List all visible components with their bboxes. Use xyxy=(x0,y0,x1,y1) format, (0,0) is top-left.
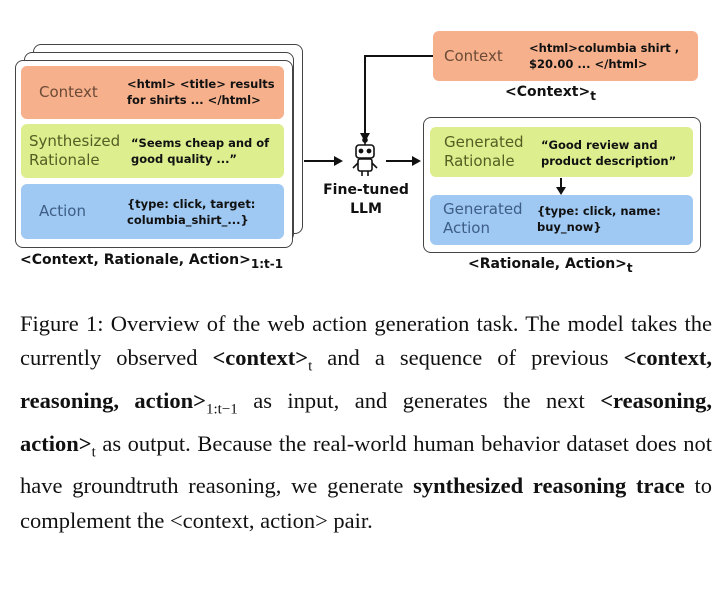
generated-rationale-text: “Good review and product description” xyxy=(541,138,677,168)
output-caption-sub: t xyxy=(626,261,633,275)
current-context-caption-sub: t xyxy=(590,89,596,103)
generated-action-label: Generated Action xyxy=(443,200,523,237)
current-context-label: Context xyxy=(444,47,503,65)
history-rationale-text: “Seems cheap and of good quality ...” xyxy=(131,136,270,166)
history-action-box: Action {type: click, target: columbia_sh… xyxy=(21,184,284,239)
generated-rationale-label: Generated Rationale xyxy=(444,133,524,170)
figure-caption: Figure 1: Overview of the web action gen… xyxy=(20,311,713,533)
diagram: Context <html> <title> results for shirt… xyxy=(0,0,728,290)
generated-action-text: {type: click, name: buy_now} xyxy=(537,204,661,234)
current-context-caption: <Context>t xyxy=(505,84,596,103)
history-rationale-box: Synthesized Rationale “Seems cheap and o… xyxy=(21,124,284,178)
history-panel: Context <html> <title> results for shirt… xyxy=(15,60,293,248)
history-action-label: Action xyxy=(39,202,86,220)
history-context-text: <html> <title> results for shirts ... </… xyxy=(127,77,275,107)
history-caption-sub: 1:t-1 xyxy=(250,257,284,271)
history-context-box: Context <html> <title> results for shirt… xyxy=(21,66,284,119)
llm-label: Fine-tuned LLM xyxy=(323,182,409,217)
history-context-label: Context xyxy=(39,83,98,101)
robot-icon xyxy=(352,137,378,176)
history-action-text: {type: click, target: columbia_shirt_...… xyxy=(127,197,256,227)
history-caption: <Context, Rationale, Action>1:t-1 xyxy=(20,252,284,271)
history-rationale-label: Synthesized Rationale xyxy=(29,132,121,169)
diagram-arrows xyxy=(304,55,566,195)
current-context-text: <html>columbia shirt , $20.00 ... </html… xyxy=(529,41,680,71)
generated-action-box: Generated Action {type: click, name: buy… xyxy=(430,195,693,245)
arrow-context-to-llm xyxy=(364,55,433,138)
current-context-box: Context <html>columbia shirt , $20.00 ..… xyxy=(433,31,698,81)
output-caption: <Rationale, Action>t xyxy=(468,256,633,275)
generated-rationale-box: Generated Rationale “Good review and pro… xyxy=(430,127,693,177)
